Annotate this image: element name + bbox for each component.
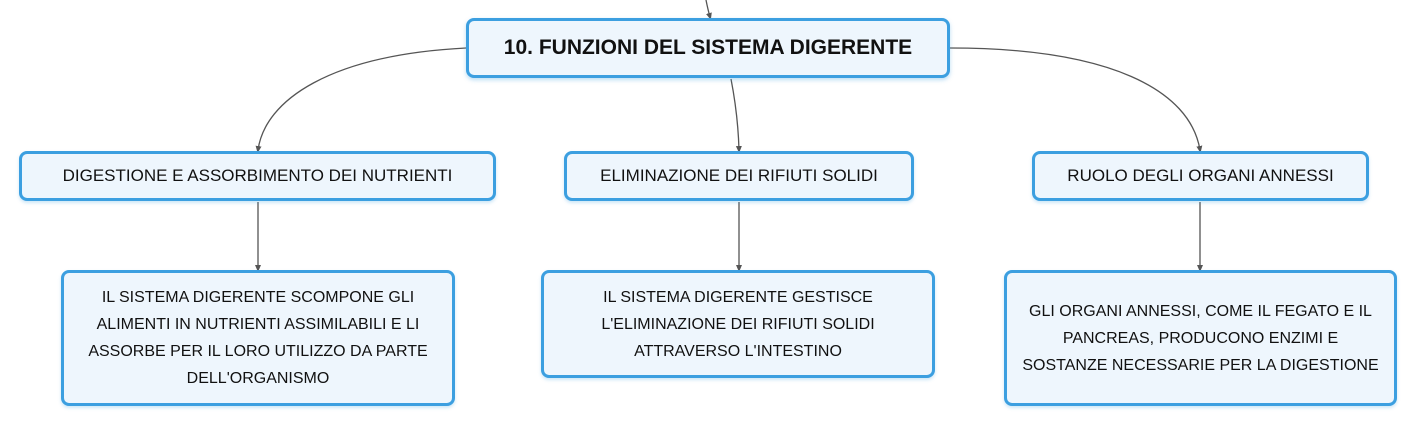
- branch-topic-label: ELIMINAZIONE DEI RIFIUTI SOLIDI: [600, 166, 878, 185]
- root-topic[interactable]: 10. FUNZIONI DEL SISTEMA DIGERENTE: [466, 18, 950, 78]
- branch-topic-digestion[interactable]: DIGESTIONE E ASSORBIMENTO DEI NUTRIENTI: [19, 151, 496, 201]
- branch-topic-label: RUOLO DEGLI ORGANI ANNESSI: [1067, 166, 1334, 185]
- branch-topic-label: DIGESTIONE E ASSORBIMENTO DEI NUTRIENTI: [62, 166, 453, 185]
- connector-root-to-branch-2: [730, 78, 742, 153]
- detail-topic-digestion[interactable]: IL SISTEMA DIGERENTE SCOMPONE GLI ALIMEN…: [61, 270, 455, 406]
- detail-topic-text: IL SISTEMA DIGERENTE GESTISCE L'ELIMINAZ…: [601, 288, 875, 360]
- root-topic-label: 10. FUNZIONI DEL SISTEMA DIGERENTE: [503, 36, 913, 59]
- connector-parent-to-root: [705, 0, 712, 20]
- detail-topic-text: GLI ORGANI ANNESSI, COME IL FEGATO E IL …: [1022, 302, 1379, 374]
- branch-topic-annexed-organs[interactable]: RUOLO DEGLI ORGANI ANNESSI: [1032, 151, 1369, 201]
- connector-root-to-branch-3: [949, 47, 1203, 153]
- branch-topic-elimination[interactable]: ELIMINAZIONE DEI RIFIUTI SOLIDI: [564, 151, 914, 201]
- detail-topic-annexed-organs[interactable]: GLI ORGANI ANNESSI, COME IL FEGATO E IL …: [1004, 270, 1397, 406]
- connector-root-to-branch-1: [255, 47, 467, 153]
- detail-topic-elimination[interactable]: IL SISTEMA DIGERENTE GESTISCE L'ELIMINAZ…: [541, 270, 935, 378]
- detail-topic-text: IL SISTEMA DIGERENTE SCOMPONE GLI ALIMEN…: [88, 289, 428, 387]
